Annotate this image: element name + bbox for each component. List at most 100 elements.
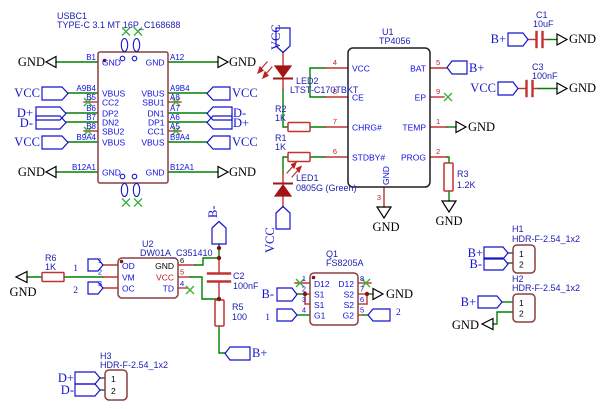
- vcc-flag-usbc-l1[interactable]: [41, 86, 69, 101]
- junction-dot: [364, 291, 370, 297]
- wire-u2vcc-node[interactable]: [189, 276, 220, 300]
- u1-pin-vcc: VCC: [352, 64, 370, 74]
- led1-arrowhead2[interactable]: [295, 165, 303, 174]
- usbc1-pinnum-a7: A7: [170, 104, 180, 113]
- usbc1-pinnum-b8: B8: [86, 122, 96, 131]
- netlabel-2-q1: 2: [396, 308, 401, 318]
- r1-value: 1K: [275, 142, 286, 152]
- vcc-flag-c3[interactable]: [497, 81, 519, 96]
- r5-body[interactable]: [214, 299, 225, 327]
- bplus-flag-h1[interactable]: [483, 246, 509, 260]
- led1-triangle[interactable]: [273, 183, 293, 197]
- bplus-flag-r5[interactable]: [224, 346, 251, 361]
- usbc1-pin-sbu1: SBU1: [142, 98, 164, 108]
- u1-pinnum-3: 3: [377, 193, 381, 202]
- led2-value: LTST-C170TBKT: [290, 85, 359, 95]
- r2-body[interactable]: [287, 121, 311, 133]
- usbc1-pin-gnd-tr: GND: [146, 58, 165, 68]
- r3-body[interactable]: [443, 162, 454, 192]
- q1-body[interactable]: [309, 272, 359, 326]
- vcc-flag-led2[interactable]: [275, 27, 291, 54]
- gnd-flag-h2[interactable]: [480, 317, 494, 331]
- gnd-label-usbc-r1: GND: [229, 55, 256, 69]
- vcc-label-usbc-r1: VCC: [232, 86, 258, 100]
- u2-pinnum-6: 6: [180, 256, 184, 265]
- led2-triangle[interactable]: [273, 65, 293, 79]
- vcc-flag-usbc-r1[interactable]: [206, 86, 231, 101]
- gnd-flag-c3[interactable]: [556, 81, 569, 96]
- gnd-flag-usbc-r2[interactable]: [217, 165, 230, 179]
- h3-pinnum-2: 2: [111, 386, 116, 396]
- wire-vcc-ce-loop[interactable]: [309, 67, 326, 98]
- vcc-flag-led1[interactable]: [275, 205, 291, 230]
- usbc-shell-circle-top1: [119, 55, 126, 62]
- u1-pin-bat: BAT: [410, 64, 426, 74]
- r1-body[interactable]: [287, 151, 311, 163]
- usbc-shell-circle-bot2: [131, 173, 138, 180]
- dminus-flag-h3[interactable]: [74, 383, 101, 397]
- u1-pinnum-7: 7: [333, 117, 337, 126]
- wire-u2gnd-bminus[interactable]: [194, 257, 220, 266]
- wire-r5-bplus[interactable]: [218, 325, 226, 354]
- vcc-label-c3: VCC: [470, 81, 496, 95]
- gnd-flag-r3[interactable]: [440, 200, 458, 214]
- gnd-flag-u1pin3[interactable]: [375, 206, 393, 220]
- bplus-flag-h2[interactable]: [477, 295, 503, 309]
- gnd-flag-usbc-l1[interactable]: [44, 55, 57, 69]
- u1-pin-gnd: GND: [381, 166, 391, 185]
- h2-body[interactable]: [512, 293, 536, 323]
- net2-flag-q1[interactable]: [367, 308, 391, 322]
- gnd-flag-q1[interactable]: [372, 287, 385, 301]
- c3-refdes: C3: [532, 62, 544, 72]
- gnd-label-q1: GND: [386, 287, 413, 301]
- gnd-flag-r6[interactable]: [14, 270, 28, 284]
- led2-arrowhead2[interactable]: [256, 65, 264, 75]
- no-connect-x-icon: [171, 126, 181, 136]
- no-connect-x-icon: [83, 126, 93, 136]
- bminus-flag-h1[interactable]: [483, 257, 509, 271]
- led1-arrowhead1[interactable]: [290, 161, 298, 170]
- dplus-flag-h3[interactable]: [74, 371, 101, 385]
- bplus-flag-bat[interactable]: [446, 60, 468, 75]
- usbc1-body[interactable]: [97, 51, 169, 184]
- u1-pinnum-2: 2: [436, 147, 440, 156]
- wire-led2-r2[interactable]: [282, 89, 289, 128]
- led2-arrowhead1[interactable]: [261, 70, 269, 80]
- r6-body[interactable]: [41, 271, 65, 283]
- u2-body[interactable]: [117, 257, 179, 299]
- pin1-marker-dot: [102, 58, 107, 63]
- dplus-flag-usbc-r[interactable]: [206, 115, 233, 130]
- gnd-flag-usbc-r1[interactable]: [217, 55, 230, 69]
- wire-r1-led1[interactable]: [282, 156, 289, 175]
- u1-pinnum-5: 5: [436, 58, 440, 67]
- no-connect-x-icon: [295, 278, 305, 288]
- gnd-flag-c1[interactable]: [556, 32, 569, 47]
- u2-pin-od: OD: [122, 261, 135, 271]
- u1-body[interactable]: [347, 47, 431, 188]
- wire-prog-r3[interactable]: [446, 156, 450, 164]
- gnd-flag-usbc-l2[interactable]: [44, 165, 57, 179]
- dminus-flag-usbc-l[interactable]: [35, 115, 67, 130]
- q1-pinnum-7: 7: [360, 285, 364, 294]
- q1-pin-s2b: S2: [344, 300, 355, 310]
- r2-refdes: R2: [275, 104, 287, 114]
- bminus-flag-q1[interactable]: [276, 287, 298, 302]
- net2-flag-u2[interactable]: [87, 281, 104, 295]
- h3-body[interactable]: [104, 369, 128, 401]
- gnd-label-u1pin3: GND: [372, 220, 399, 234]
- h1-body[interactable]: [512, 244, 536, 274]
- vcc-flag-usbc-l2[interactable]: [41, 135, 69, 150]
- gnd-flag-temp[interactable]: [455, 120, 468, 134]
- bminus-label-h1: B-: [470, 257, 483, 271]
- u2-pin-gnd: GND: [155, 261, 174, 271]
- bplus-flag-c1[interactable]: [507, 32, 529, 47]
- vcc-flag-usbc-r2[interactable]: [206, 135, 231, 150]
- net1-flag-q1[interactable]: [276, 308, 298, 322]
- wire-h2-gnd[interactable]: [492, 311, 514, 325]
- q1-refdes: Q1: [326, 249, 338, 259]
- net1-flag-u2[interactable]: [87, 258, 104, 272]
- no-connect-x-icon: [121, 198, 131, 207]
- c1-refdes: C1: [536, 10, 548, 20]
- bminus-flag-c2[interactable]: [211, 220, 227, 245]
